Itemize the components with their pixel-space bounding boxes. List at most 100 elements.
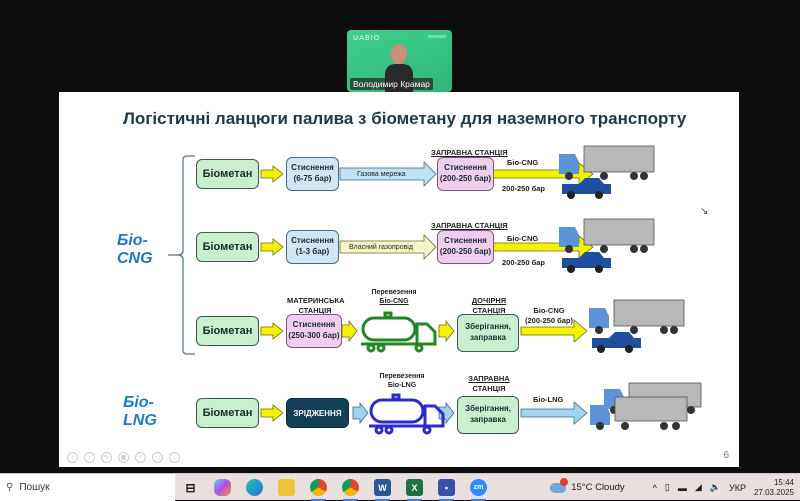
- biomethane-box-1: Біометан: [196, 159, 259, 189]
- fuel-label-1: Біо-CNG: [507, 158, 539, 167]
- group-label-bio-lng: Біо- LNG: [123, 394, 157, 429]
- pickup-icon-3: [592, 332, 641, 353]
- compression-box-2: Стиснення (1-3 бар): [286, 230, 339, 264]
- group-label-bio-cng: Біо- CNG: [117, 232, 153, 267]
- participant-name: Володимир Крамар: [350, 78, 433, 90]
- pipe-label-1: Газова мережа: [357, 171, 406, 178]
- meet-icon[interactable]: ▯: [664, 482, 670, 492]
- mouse-cursor-icon: ↘: [700, 206, 709, 217]
- transport-cng-label-line2: Біо-CNG: [379, 298, 409, 306]
- compression-box-3: Стиснення (250-300 бар): [286, 314, 342, 348]
- biomethane-box-4: Біометан: [196, 398, 259, 428]
- transport-lng-label-line2: Біо-LNG: [387, 382, 417, 390]
- truck-icon-3: [589, 299, 685, 334]
- presentation-slide: Логістичні ланцюги палива з біометану дл…: [59, 92, 739, 467]
- excel-icon[interactable]: X: [406, 479, 423, 501]
- copilot-icon[interactable]: [214, 479, 231, 496]
- pipe-label-2: Власний газопровід: [349, 244, 413, 251]
- slide-controls: ‹ › ✎ ▦ ⌕ ▭ …: [67, 452, 180, 463]
- clock-date: 27.03.2025: [753, 487, 794, 497]
- flow-arrows: [260, 145, 702, 435]
- cng-tanker-icon: [361, 311, 437, 353]
- save-icon[interactable]: ▪: [438, 479, 455, 501]
- station-label-2: ЗАПРАВНА СТАНЦІЯ: [431, 221, 508, 230]
- pickup-icon-2: [562, 252, 611, 273]
- chrome-icon-2[interactable]: [342, 479, 359, 501]
- weather-text: 15°C Cloudy: [571, 482, 625, 493]
- fuel-label-3-name: Біо-CNG: [533, 306, 565, 315]
- biomethane-box-2: Біометан: [196, 232, 259, 262]
- pickup-icon-1: [562, 178, 611, 199]
- transport-lng-label-line1: Перевезення: [379, 373, 425, 380]
- station-box-1: Стиснення (200-250 бар): [437, 157, 494, 191]
- truck-icon-5: [590, 396, 688, 430]
- biomethane-box-3: Біометан: [196, 316, 259, 346]
- lng-tanker-icon: [369, 393, 445, 435]
- fuel-arrow-4: [520, 401, 588, 425]
- pen-icon[interactable]: ✎: [101, 452, 112, 463]
- cloud-icon: [550, 477, 569, 493]
- volume-icon[interactable]: 🔈: [709, 482, 721, 492]
- arrow-4a: [260, 404, 284, 422]
- daughter-station-label-line1: ДОЧІРНЯ: [471, 296, 507, 305]
- uabio-logo: UABIO: [353, 34, 381, 42]
- weather-widget[interactable]: 15°C Cloudy: [550, 477, 625, 493]
- mother-station-label-line2: СТАНЦІЯ: [298, 305, 332, 315]
- arrow-2a: [260, 238, 284, 256]
- station-box-2: Стиснення (200-250 бар): [437, 230, 494, 264]
- search-placeholder: Пошук: [19, 482, 50, 493]
- slide-page-number: 6: [723, 450, 729, 461]
- mother-station-label-line1: МАТЕРИНСЬКА: [287, 296, 345, 305]
- word-icon[interactable]: W: [374, 479, 391, 501]
- cng-bracket: [168, 155, 195, 355]
- lng-station-label-line1: ЗАПРАВНА: [468, 374, 510, 383]
- slide-title: Логістичні ланцюги палива з біометану дл…: [123, 109, 687, 128]
- all-slides-icon[interactable]: ▦: [118, 452, 129, 463]
- fuel-label-4: Біо-LNG: [533, 395, 564, 404]
- zoom-slide-icon[interactable]: ⌕: [135, 452, 146, 463]
- transport-cng-label: Перевезення Біо-CNG: [369, 288, 419, 306]
- language-indicator[interactable]: УКР: [728, 482, 746, 493]
- system-tray: 15°C Cloudy ^ ▯ ▬ ◢ 🔈 УКР 15:44 27.03.20…: [550, 474, 794, 501]
- compression-box-1: Стиснення (6-75 бар): [286, 157, 339, 191]
- file-explorer-icon[interactable]: [278, 479, 295, 496]
- search-icon: ⚲: [6, 482, 14, 493]
- battery-icon[interactable]: ▬: [677, 482, 687, 493]
- truck-icon-1: [559, 145, 655, 180]
- task-view-icon[interactable]: ⊟: [185, 480, 196, 495]
- station-label-1: ЗАПРАВНА СТАНЦІЯ: [431, 148, 508, 157]
- taskbar-apps: ⊟ W X ▪ zm: [182, 474, 487, 501]
- video-tile[interactable]: UABIO Володимир Крамар: [347, 30, 452, 92]
- storage-box-3: Зберігання, заправка: [457, 314, 519, 352]
- taskbar: ⚲ Пошук ⊟ W X ▪ zm 15°C Cloudy ^ ▯ ▬ ◢ 🔈…: [0, 473, 800, 501]
- clock-time: 15:44: [773, 477, 794, 487]
- fuel-label-3-pressure: (200-250 бар): [525, 315, 573, 325]
- edge-icon[interactable]: [246, 479, 263, 496]
- previous-slide-icon[interactable]: ‹: [67, 452, 78, 463]
- zoom-icon[interactable]: zm: [470, 479, 487, 501]
- storage-box-4: Зберігання, заправка: [457, 396, 519, 434]
- wifi-icon[interactable]: ◢: [694, 482, 702, 492]
- next-slide-icon[interactable]: ›: [84, 452, 95, 463]
- fuel-label-2: Біо-CNG: [507, 234, 539, 243]
- transport-cng-label-line1: Перевезення: [371, 289, 417, 296]
- fuel-label-3: Біо-CNG (200-250 бар): [521, 306, 577, 326]
- lng-station-label-line2: СТАНЦІЯ: [472, 383, 506, 393]
- mother-station-label: МАТЕРИНСЬКА СТАНЦІЯ: [287, 296, 345, 316]
- logo-tagline: [428, 35, 446, 38]
- more-options-icon[interactable]: …: [169, 452, 180, 463]
- truck-icon-2: [559, 218, 655, 253]
- liquefaction-box: ЗРІДЖЕННЯ: [286, 398, 349, 428]
- camera-icon[interactable]: ▭: [152, 452, 163, 463]
- pressure-label-2: 200-250 бар: [502, 258, 545, 267]
- chevron-up-icon[interactable]: ^: [652, 482, 657, 493]
- daughter-station-label: ДОЧІРНЯ СТАНЦІЯ: [459, 296, 519, 316]
- arrow-1a: [260, 165, 284, 183]
- daughter-station-label-line2: СТАНЦІЯ: [472, 305, 506, 315]
- transport-lng-label: Перевезення Біо-LNG: [377, 372, 427, 390]
- truck-icon-4: [604, 382, 702, 414]
- taskbar-search[interactable]: ⚲ Пошук: [0, 474, 175, 501]
- clock[interactable]: 15:44 27.03.2025: [754, 478, 794, 497]
- arrow-3a: [260, 322, 284, 340]
- chrome-icon[interactable]: [310, 479, 327, 501]
